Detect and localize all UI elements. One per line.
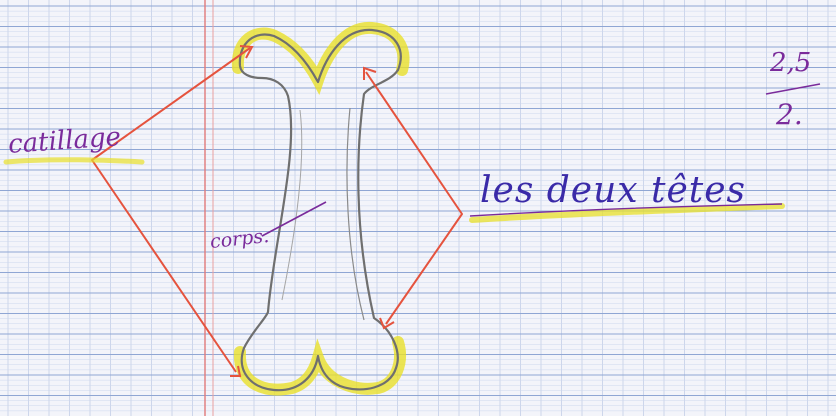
grade-fraction-bar — [766, 84, 820, 94]
bone-shading — [347, 108, 364, 320]
cartilage-pointer-lines — [92, 48, 250, 372]
heads-pointer-lines — [366, 72, 462, 324]
grade-numerator: 2,5 — [770, 48, 811, 78]
cartilage-label-highlight — [6, 160, 142, 162]
grade-denominator: 2. — [776, 98, 803, 131]
heads-label: les deux têtes — [480, 170, 746, 211]
